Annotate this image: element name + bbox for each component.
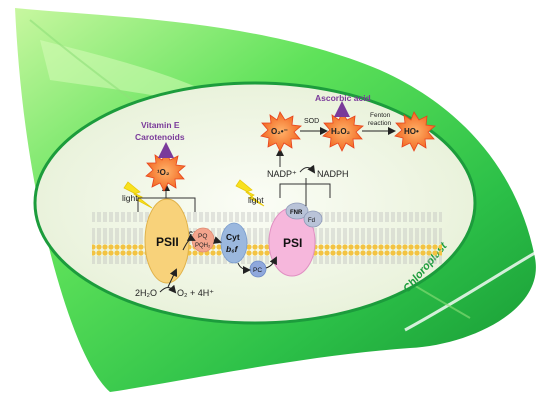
fnr-enzyme: [285, 202, 309, 220]
nadp-bracket: [279, 178, 331, 198]
singlet-oxygen-burst: [145, 151, 186, 192]
h2o2-burst: [322, 111, 364, 152]
psi-label: PSI: [283, 236, 302, 250]
carotenoids-label: Carotenoids: [135, 132, 185, 142]
h2o2-label: H₂O₂: [331, 127, 351, 136]
cytochrome-b6f: [220, 222, 248, 264]
superoxide-label: O₂•⁻: [271, 127, 288, 136]
nadp-plus-label: NADP⁺: [267, 169, 297, 179]
nadph-label: NADPH: [317, 169, 349, 179]
hydroxyl-burst: [394, 111, 436, 152]
pqh2-label: PQH₂: [195, 243, 211, 249]
ascorbic-acid-label: Ascorbic acid: [315, 93, 371, 103]
superoxide-burst: [260, 111, 302, 152]
water-label: 2H₂O: [135, 288, 157, 298]
oxygen-protons-label: O₂ + 4H⁺: [177, 288, 214, 298]
fnr-label: FNR: [290, 210, 303, 216]
cyt-label: Cyt: [226, 232, 240, 242]
fd-label: Fd: [308, 218, 315, 224]
electron-arrow-pc-psi: [265, 256, 277, 269]
water-splitting-arrow: [159, 284, 177, 294]
sod-label: SOD: [304, 118, 319, 125]
b6f-label: b₆f: [226, 244, 239, 254]
electron-arrow-pq-cyt: [213, 236, 222, 244]
electron-to-psii-arrow: [167, 268, 178, 288]
singlet-oxygen-label: ¹O₂: [157, 168, 170, 177]
psii-label: PSII: [156, 235, 179, 249]
light-label-psi: light: [248, 195, 264, 205]
curved-arrow-nadp-nadph: [299, 164, 316, 174]
fenton-label-line2: reaction: [368, 120, 392, 127]
pc-label: PC: [253, 267, 262, 274]
light-label-psii: light: [122, 193, 138, 203]
vitamin-e-label: Vitamin E: [141, 120, 180, 130]
electron-label: e⁻: [189, 230, 197, 237]
electron-arrow-cyt-pc: [237, 262, 251, 274]
thylakoid-membrane: [92, 212, 442, 264]
fenton-label-line1: Fenton: [370, 112, 391, 119]
lightning-icon: [123, 181, 153, 209]
pq-label: PQ: [198, 233, 207, 240]
lightning-icon: [235, 179, 265, 207]
membrane-lipid-bilayer: [92, 212, 442, 264]
leaf-stem: [404, 248, 541, 332]
hydroxyl-label: HO•: [404, 127, 419, 136]
ferredoxin: [303, 210, 323, 228]
electron-arrow-psii-pq: [182, 233, 196, 251]
